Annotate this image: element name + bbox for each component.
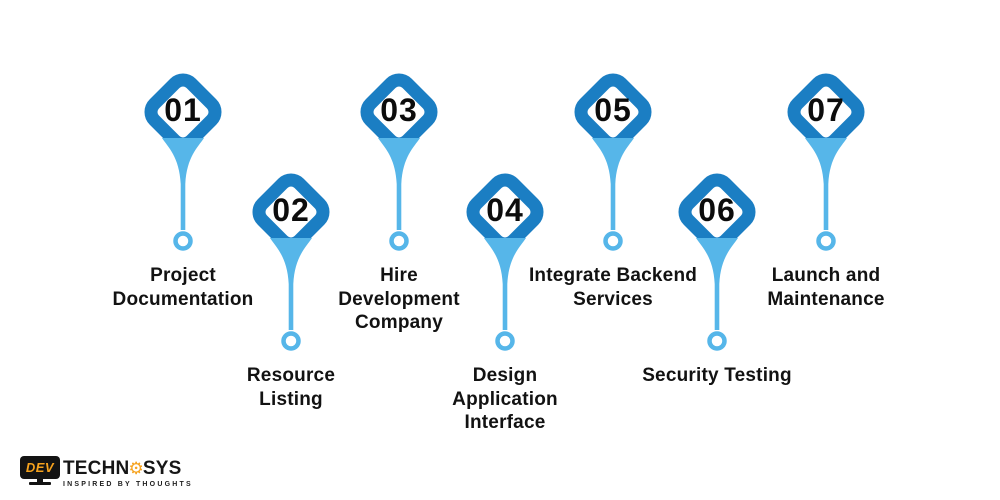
step-number: 07 [807,92,845,129]
step-number: 03 [380,92,418,129]
monitor-icon: DEV [20,456,60,485]
gear-icon: ⚙ [128,459,144,478]
pin-tail-icon [162,138,204,251]
monitor-stand-base [29,482,51,485]
step-marker-07: 07 Launch and Maintenance [716,0,936,500]
step-label: Design Application Interface [452,365,558,434]
step-number: 06 [698,192,736,229]
step-marker-04: 04 Design Application Interface [395,0,615,500]
step-label: Project Documentation [112,265,254,310]
monitor-screen: DEV [20,456,60,479]
step-number: 02 [272,192,310,229]
logo-name-part2: SYS [142,458,182,479]
step-label: Launch and Maintenance [767,265,885,310]
pin-tail-icon [592,138,634,251]
monitor-stand-neck [37,479,43,482]
step-marker-02: 02 Resource Listing [181,0,401,500]
step-label: Hire Development Company [338,265,460,334]
step-marker-01: 01 Project Documentation [73,0,293,500]
step-number: 01 [164,92,202,129]
step-marker-05: 05 Integrate Backend Services [503,0,723,500]
pin-tail-icon [378,138,420,251]
step-label: Security Testing [642,365,792,386]
logo-tagline: INSPIRED BY THOUGHTS [63,480,193,488]
logo-name-part1: TECHN [63,458,130,479]
devtechnosys-logo: DEV TECHN ⚙ SYS INSPIRED BY THOUGHTS [20,456,193,488]
pin-tail-icon [484,238,526,351]
step-label: Resource Listing [246,365,336,410]
logo-name: TECHN ⚙ SYS [63,459,193,478]
pin-tail-icon [805,138,847,251]
pin-tail-icon [696,238,738,351]
step-marker-03: 03 Hire Development Company [289,0,509,500]
step-marker-06: 06 Security Testing [607,0,827,500]
step-number: 05 [594,92,632,129]
logo-text: TECHN ⚙ SYS INSPIRED BY THOUGHTS [63,459,193,488]
step-label: Integrate Backend Services [528,265,698,310]
pin-tail-icon [270,238,312,351]
step-number: 04 [486,192,524,229]
